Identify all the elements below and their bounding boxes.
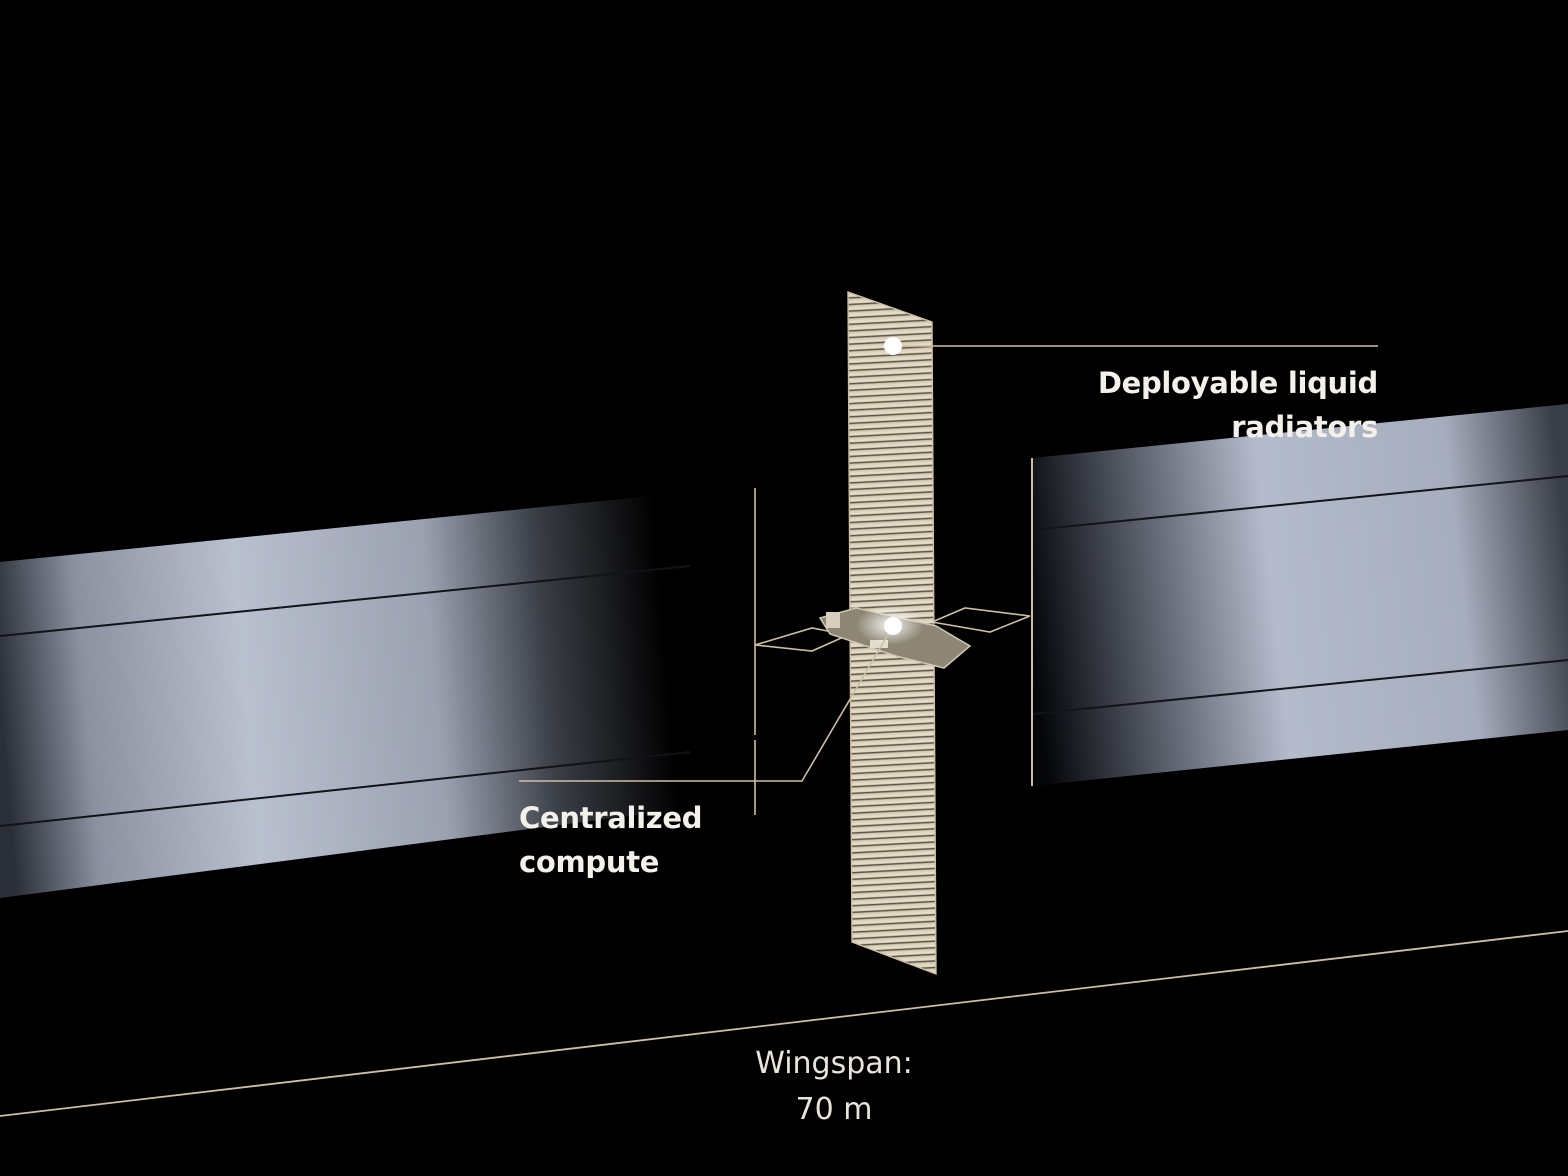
wingspan-label-line-1: Wingspan: bbox=[755, 1046, 913, 1081]
right-panel-seam-upper bbox=[1031, 475, 1568, 531]
radiator-callout bbox=[884, 337, 1378, 355]
wingspan-label: Wingspan: 70 m bbox=[714, 1041, 954, 1133]
left-panel-seam-upper bbox=[0, 565, 691, 637]
left-panel-seam-lower bbox=[0, 751, 691, 827]
right-solar-array bbox=[1031, 404, 1568, 786]
radiators-label-line-1: Deployable liquid bbox=[1097, 366, 1378, 400]
compute-callout bbox=[519, 617, 902, 782]
right-solar-panel bbox=[1032, 404, 1568, 786]
wingspan-line bbox=[0, 930, 1568, 1117]
compute-leader-line bbox=[519, 625, 894, 782]
radiators-label-line-2: radiators bbox=[1231, 410, 1378, 444]
radiator-callout-dot bbox=[884, 337, 902, 355]
compute-label-line-2: compute bbox=[519, 845, 660, 879]
wingspan-value: 70 m bbox=[795, 1092, 873, 1127]
radiators-label: Deployable liquid radiators bbox=[1098, 361, 1378, 449]
compute-label-line-1: Centralized bbox=[519, 801, 703, 835]
compute-callout-dot bbox=[884, 617, 902, 635]
left-solar-array bbox=[0, 492, 691, 898]
right-panel-seam-lower bbox=[1031, 659, 1568, 715]
left-solar-panel bbox=[0, 492, 690, 898]
compute-label: Centralized compute bbox=[519, 796, 703, 884]
